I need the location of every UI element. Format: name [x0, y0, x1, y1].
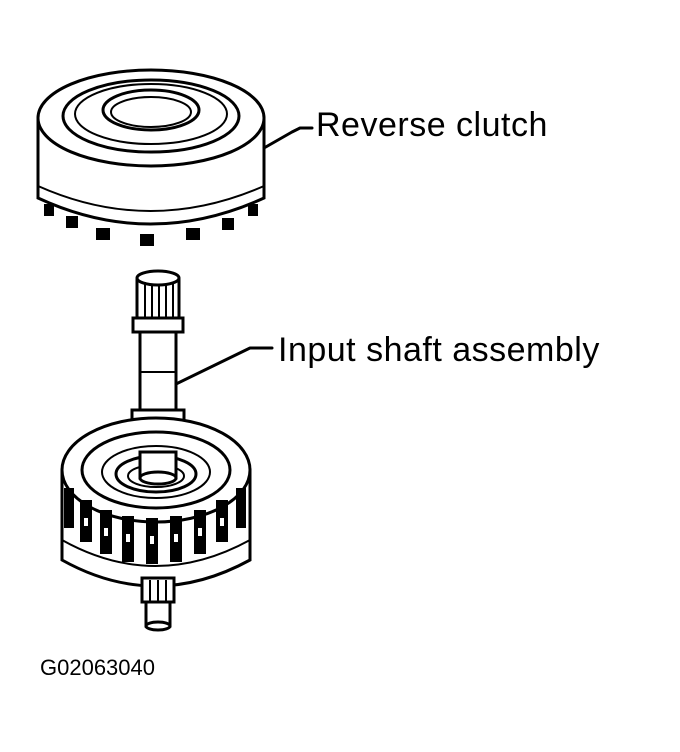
reverse-clutch-drum [36, 68, 266, 246]
input-shaft-assembly-label: Input shaft assembly [278, 331, 600, 369]
input-shaft-leader [174, 346, 274, 386]
reverse-clutch-label: Reverse clutch [316, 106, 548, 144]
input-shaft-assembly [60, 269, 252, 632]
figure-id-label: G02063040 [40, 655, 155, 680]
reverse-clutch-leader [262, 126, 314, 150]
